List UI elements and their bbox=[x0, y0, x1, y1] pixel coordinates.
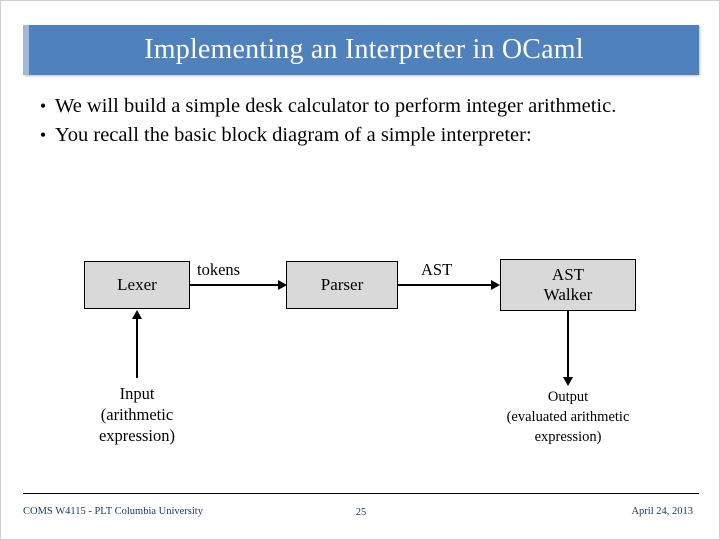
caption-input-line-1: Input bbox=[119, 384, 155, 403]
bullet-text: We will build a simple desk calculator t… bbox=[55, 95, 617, 117]
arrow-lexer-to-parser-line bbox=[190, 284, 278, 286]
arrow-parser-to-walker-line bbox=[398, 284, 491, 286]
diagram-box-lexer-label: Lexer bbox=[117, 275, 157, 294]
footer-divider bbox=[23, 493, 699, 523]
caption-output-line-3: expression) bbox=[534, 429, 602, 445]
caption-input-line-2: (arithmetic bbox=[100, 405, 174, 424]
footer-course-info: COMS W4115 - PLT Columbia University bbox=[23, 506, 203, 517]
caption-input-line-3: expression) bbox=[98, 426, 176, 445]
caption-output-line-1: Output bbox=[547, 389, 589, 405]
caption-output-line-2: (evaluated arithmetic bbox=[506, 409, 630, 425]
list-item: • We will build a simple desk calculator… bbox=[31, 93, 696, 120]
arrow-input-to-lexer-head-icon bbox=[132, 310, 142, 319]
diagram-box-parser: Parser bbox=[286, 261, 398, 309]
arrow-walker-to-output-line bbox=[567, 311, 569, 377]
footer-date: April 24, 2013 bbox=[631, 506, 693, 517]
bullet-marker-icon: • bbox=[39, 96, 47, 116]
caption-input: Input (arithmetic expression) bbox=[77, 383, 197, 446]
diagram-box-parser-label: Parser bbox=[320, 275, 364, 294]
caption-output: Output (evaluated arithmetic expression) bbox=[457, 387, 679, 447]
slide-title-bar: Implementing an Interpreter in OCaml bbox=[23, 25, 699, 75]
bullet-list: • We will build a simple desk calculator… bbox=[31, 93, 696, 151]
edge-label-ast: AST bbox=[421, 260, 453, 279]
arrow-walker-to-output-head-icon bbox=[563, 377, 573, 386]
bullet-marker-icon: • bbox=[39, 125, 47, 145]
diagram-box-lexer: Lexer bbox=[84, 261, 190, 309]
arrow-parser-to-walker-head-icon bbox=[491, 280, 500, 290]
footer-page-number: 25 bbox=[355, 507, 367, 518]
arrow-input-to-lexer-line bbox=[136, 318, 138, 378]
edge-label-tokens: tokens bbox=[197, 260, 241, 279]
bullet-text: You recall the basic block diagram of a … bbox=[55, 124, 532, 146]
arrow-lexer-to-parser-head-icon bbox=[278, 280, 287, 290]
page-title: Implementing an Interpreter in OCaml bbox=[144, 34, 584, 65]
list-item: • You recall the basic block diagram of … bbox=[31, 122, 696, 149]
